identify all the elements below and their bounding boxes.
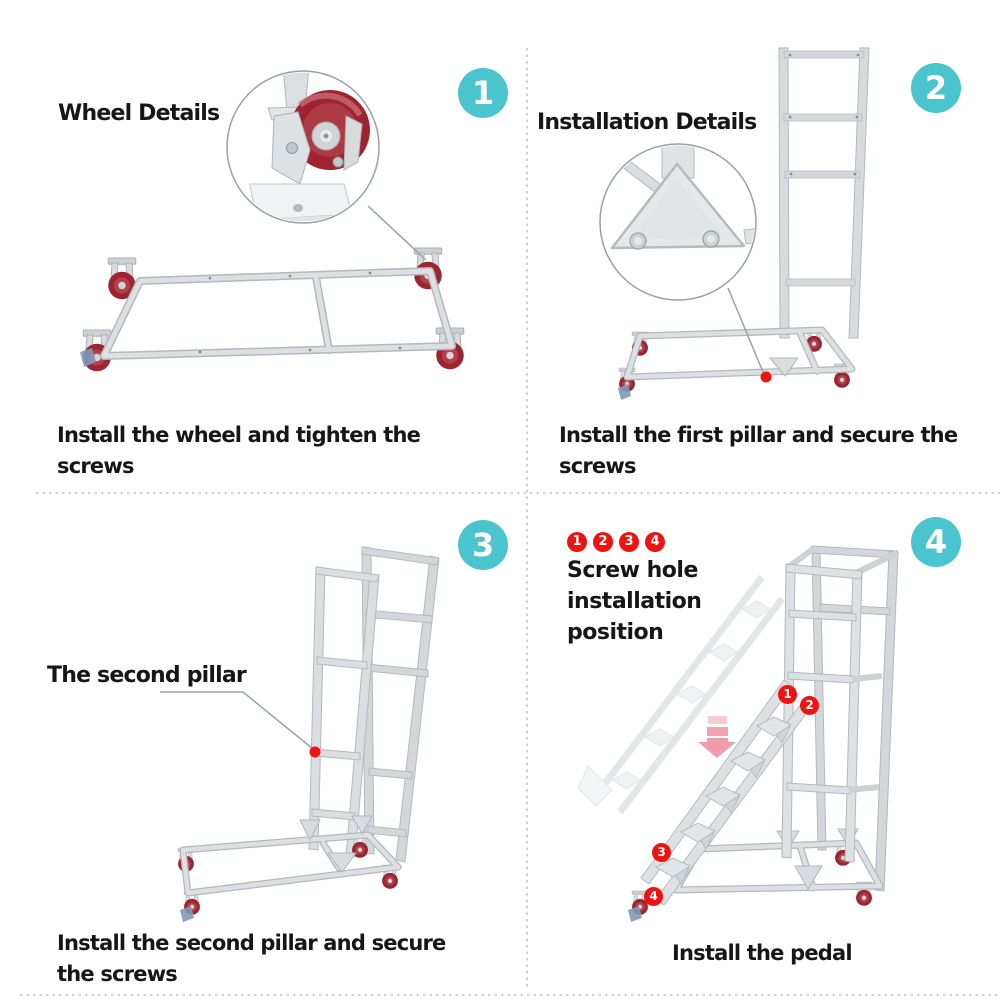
panel1-title: Wheel Details bbox=[58, 101, 220, 126]
panel3-caption: Install the second pillar and secure the… bbox=[57, 931, 446, 986]
panel4-note: Screw hole installation position bbox=[567, 558, 702, 645]
leader-line bbox=[160, 691, 314, 750]
divider-lines bbox=[20, 48, 1000, 996]
screw-marker-1: 1 bbox=[567, 532, 587, 552]
screw-marker-2: 2 bbox=[593, 532, 613, 552]
position-marker-2: 2 bbox=[800, 696, 819, 715]
position-marker-4: 4 bbox=[644, 887, 663, 906]
panel4-staircase-photo bbox=[628, 679, 815, 922]
panel2-pillar-photo bbox=[618, 47, 870, 400]
panel1-base-frame-photo bbox=[80, 247, 465, 372]
panel4-caption: Install the pedal bbox=[672, 941, 853, 965]
panel2-caption: Install the first pillar and secure the … bbox=[559, 423, 958, 478]
pink-arrow-icon bbox=[698, 716, 736, 758]
step-badge-4: 4 bbox=[911, 517, 961, 567]
screw-position-dot bbox=[309, 746, 321, 758]
screw-position-dot bbox=[760, 371, 772, 383]
step-badge-3: 3 bbox=[458, 520, 508, 570]
panel3-pillars-photo bbox=[160, 546, 440, 922]
screw-marker-4: 4 bbox=[645, 532, 665, 552]
panel3-title: The second pillar bbox=[47, 663, 247, 688]
leader-line bbox=[727, 287, 764, 373]
panel4-tower-photo bbox=[672, 545, 899, 907]
brake-lever bbox=[80, 348, 96, 367]
panel1-caption: Install the wheel and tighten the screws bbox=[57, 423, 421, 478]
leader-line bbox=[367, 205, 427, 261]
position-marker-3: 3 bbox=[652, 843, 671, 862]
step-badge-2: 2 bbox=[911, 63, 961, 113]
panel4-ghost-staircase bbox=[577, 574, 785, 815]
step-badge-1: 1 bbox=[458, 68, 508, 118]
panel1-magnifier bbox=[226, 70, 427, 261]
panel2-title: Installation Details bbox=[537, 110, 757, 135]
screw-hole-marker-legend: 1 2 3 4 bbox=[567, 532, 665, 552]
screw-marker-3: 3 bbox=[619, 532, 639, 552]
position-marker-1: 1 bbox=[778, 685, 797, 704]
